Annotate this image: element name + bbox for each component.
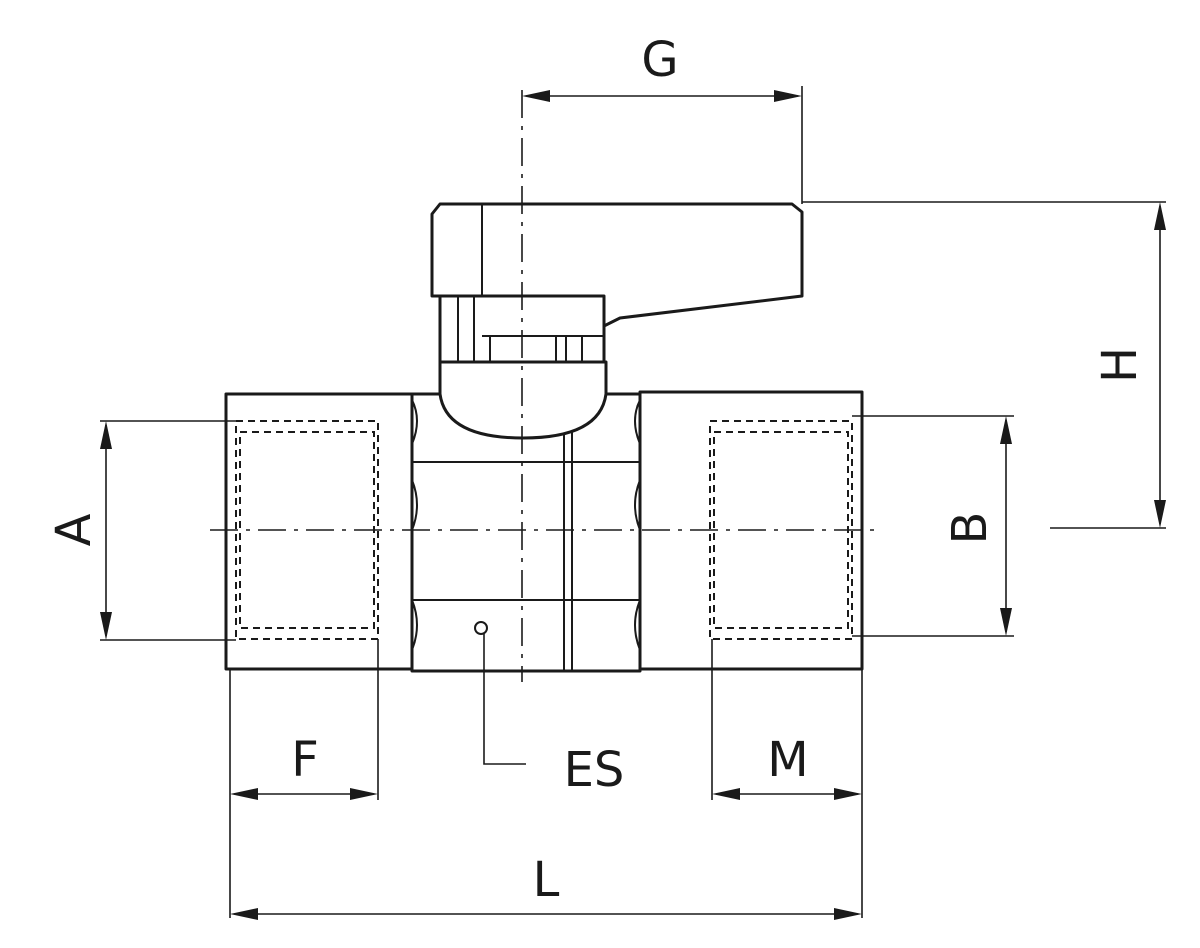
dimension-m: M bbox=[711, 639, 863, 918]
drain-port bbox=[474, 621, 488, 635]
center-body bbox=[410, 392, 642, 673]
dimension-f: F bbox=[229, 639, 379, 918]
label-es: ES bbox=[564, 742, 625, 798]
bonnet bbox=[438, 360, 608, 440]
label-m: M bbox=[767, 732, 808, 788]
es-callout: ES bbox=[483, 634, 625, 798]
label-a: A bbox=[46, 513, 102, 546]
valve-body bbox=[224, 360, 864, 673]
label-g: G bbox=[641, 32, 678, 88]
dimension-l: L bbox=[230, 852, 862, 920]
label-b: B bbox=[942, 512, 998, 545]
dimension-b: B bbox=[852, 415, 1014, 637]
dimension-h: H bbox=[802, 201, 1166, 529]
left-hex-end bbox=[224, 392, 414, 671]
dimension-a: A bbox=[46, 420, 236, 641]
dimension-g: G bbox=[522, 32, 803, 204]
label-l: L bbox=[533, 852, 560, 908]
label-f: F bbox=[291, 732, 319, 788]
label-h: H bbox=[1092, 347, 1148, 383]
lever-handle bbox=[430, 202, 804, 364]
